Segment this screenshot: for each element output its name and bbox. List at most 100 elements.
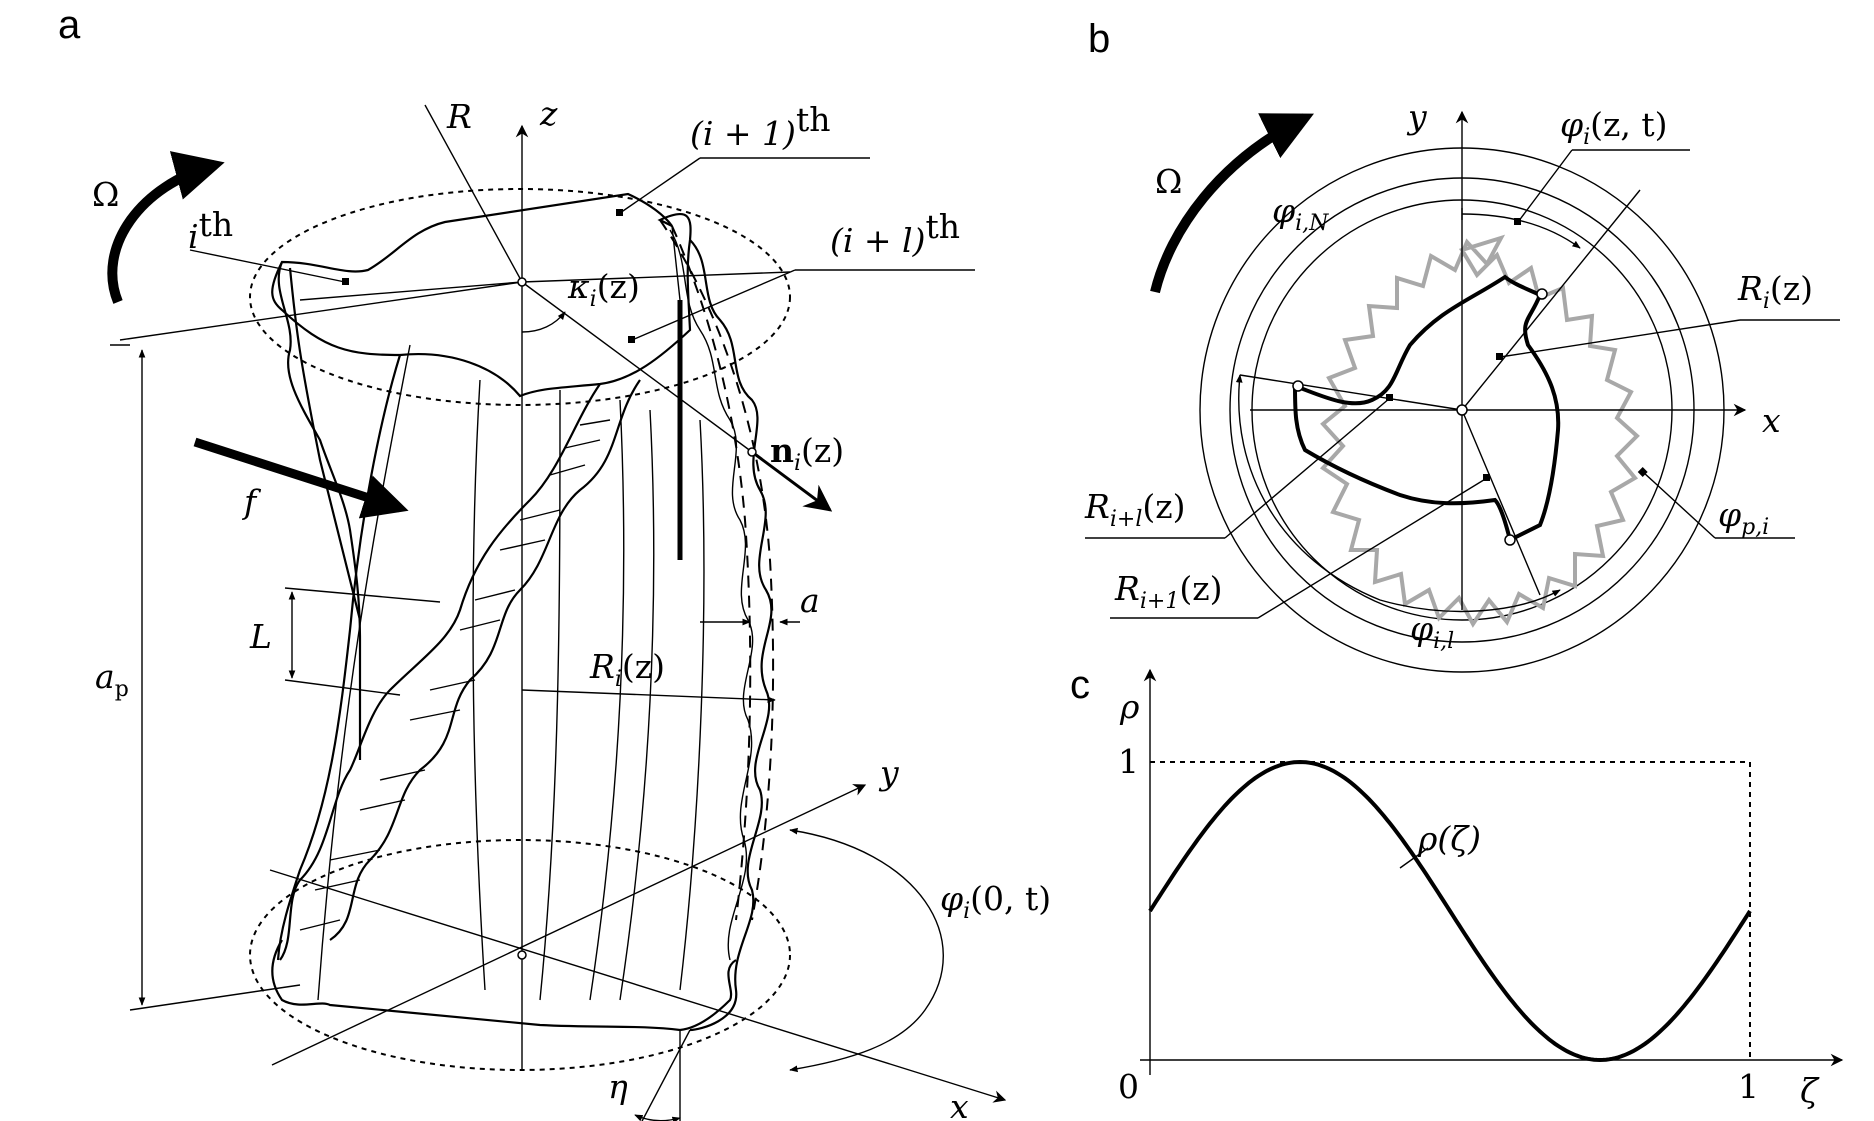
rho-axis-label: ρ — [1119, 687, 1140, 726]
phi-zt-arc — [1461, 213, 1581, 249]
omega-arrow-b — [1150, 113, 1314, 294]
x-axis-a — [269, 869, 1007, 1103]
curve-leader — [1399, 847, 1429, 869]
Ri-b-label: Ri(z) — [1737, 269, 1813, 314]
radius-line — [424, 104, 523, 283]
phi-il-label: φi,l — [1410, 609, 1454, 654]
Ril-b-label: Ri+l(z) — [1084, 487, 1186, 532]
L-ext-top — [284, 587, 441, 603]
L-ext-bottom — [284, 679, 401, 696]
rho-tick-one: 1 — [1118, 742, 1139, 781]
origin-a — [517, 950, 527, 960]
helix-line-5 — [589, 399, 625, 1001]
zeta-axis-label: ζ — [1800, 1071, 1820, 1110]
panel-letter-c: c — [1070, 663, 1090, 707]
flute-hatching — [299, 419, 611, 931]
tool-cross-section — [1292, 274, 1561, 543]
Ri1-b-label: Ri+1(z) — [1114, 569, 1222, 614]
panel-a: a z R Ω f — [58, 3, 1051, 1121]
ap-label: ap — [95, 657, 129, 702]
x-axis-label-a: x — [950, 1087, 969, 1121]
normal-line — [521, 281, 753, 453]
rho-curve — [1148, 759, 1752, 1063]
y-axis-label-b: y — [1406, 97, 1427, 136]
helix-line-4 — [619, 409, 655, 1001]
normal-label: ni(z) — [770, 431, 844, 476]
tooth-point-i — [1536, 288, 1548, 300]
omega-arrow — [107, 151, 225, 304]
phi-il-arc — [1235, 374, 1561, 613]
tool-left-edge — [276, 354, 402, 961]
ap-ext-bottom — [129, 984, 301, 1011]
Ri-label: Ri(z) — [589, 647, 665, 692]
top-center-a — [517, 277, 527, 287]
Ri-b-marker — [1496, 353, 1503, 360]
i1-th-marker — [616, 209, 623, 216]
tool-left-side-2 — [288, 267, 362, 621]
phi0-label: φi(0, t) — [940, 879, 1051, 924]
i1-th-leader — [619, 157, 701, 214]
top-ellipse — [249, 188, 791, 406]
Ri-dim-line — [521, 689, 776, 704]
L-label: L — [249, 617, 272, 656]
eta-arc — [634, 1114, 681, 1121]
origin-zero: 0 — [1118, 1067, 1139, 1106]
kappa-arc — [521, 311, 566, 333]
phi-zt-leader — [1517, 149, 1573, 223]
helix-line-2 — [472, 379, 486, 991]
panel-letter-a: a — [58, 3, 81, 47]
flute-chord — [671, 225, 681, 301]
helix-line-6 — [679, 419, 705, 991]
a-label: a — [800, 581, 820, 620]
radial-line-Ri — [1461, 189, 1641, 411]
i1-th-label: (i + 1)th — [690, 100, 830, 153]
helix-line-1 — [317, 344, 411, 1001]
y-axis-a — [271, 784, 867, 1066]
phi-zt-marker — [1514, 218, 1521, 225]
tool-right-wavy-edge-2 — [669, 229, 754, 961]
il-th-label: (i + l)th — [830, 207, 960, 260]
eta-incline — [641, 1029, 691, 1121]
i-th-leader — [189, 249, 346, 283]
kappa-label: κi(z) — [567, 267, 640, 312]
top-diagonal-line — [119, 281, 523, 341]
omega-label: Ω — [92, 175, 119, 214]
center-point-b — [1456, 404, 1468, 416]
cutting-edge-line — [299, 281, 523, 301]
feed-arrow — [193, 437, 409, 519]
tool-right-dashed-contour-2 — [671, 225, 752, 921]
helix-line-3 — [539, 389, 561, 1001]
i-th-marker — [342, 278, 349, 285]
tool-bottom-face — [271, 939, 737, 1032]
panel-b: b x y Ω φi(z, t) φi,N — [1084, 17, 1840, 673]
tool-right-wavy-edge — [689, 239, 773, 1032]
eta-label: η — [608, 1067, 628, 1106]
tool-right-dashed-contour — [659, 219, 775, 921]
tooth-point-il — [1292, 380, 1304, 392]
i-th-label: ith — [188, 205, 233, 256]
normal-point — [747, 447, 757, 457]
zeta-tick-one: 1 — [1738, 1067, 1759, 1106]
phi-iN-label: φi,N — [1272, 191, 1329, 236]
phi0-arc — [789, 827, 944, 1073]
Ri1-b-marker — [1483, 474, 1490, 481]
tool-left-side — [277, 261, 362, 760]
phi-p-label: φp,i — [1718, 495, 1769, 540]
omega-label-b: Ω — [1155, 162, 1182, 201]
Ri-b-leader — [1499, 319, 1741, 358]
panel-c: c ρ ζ 1 0 1 ρ(ζ) — [1070, 663, 1844, 1110]
normal-vector — [751, 450, 833, 512]
feed-label: f — [241, 482, 262, 521]
grey-wavy-outline — [1319, 234, 1640, 628]
phi-zt-label: φi(z, t) — [1560, 105, 1668, 150]
curve-label: ρ(ζ) — [1417, 819, 1481, 858]
il-th-marker — [628, 336, 635, 343]
radius-label: R — [446, 97, 472, 136]
z-axis-label: z — [539, 94, 558, 133]
phi-p-leader — [1642, 471, 1716, 539]
top-diagonal-line-2 — [521, 271, 791, 283]
Ril-b-marker — [1386, 394, 1393, 401]
y-axis-label-a: y — [878, 753, 899, 792]
il-th-leader — [631, 269, 796, 341]
